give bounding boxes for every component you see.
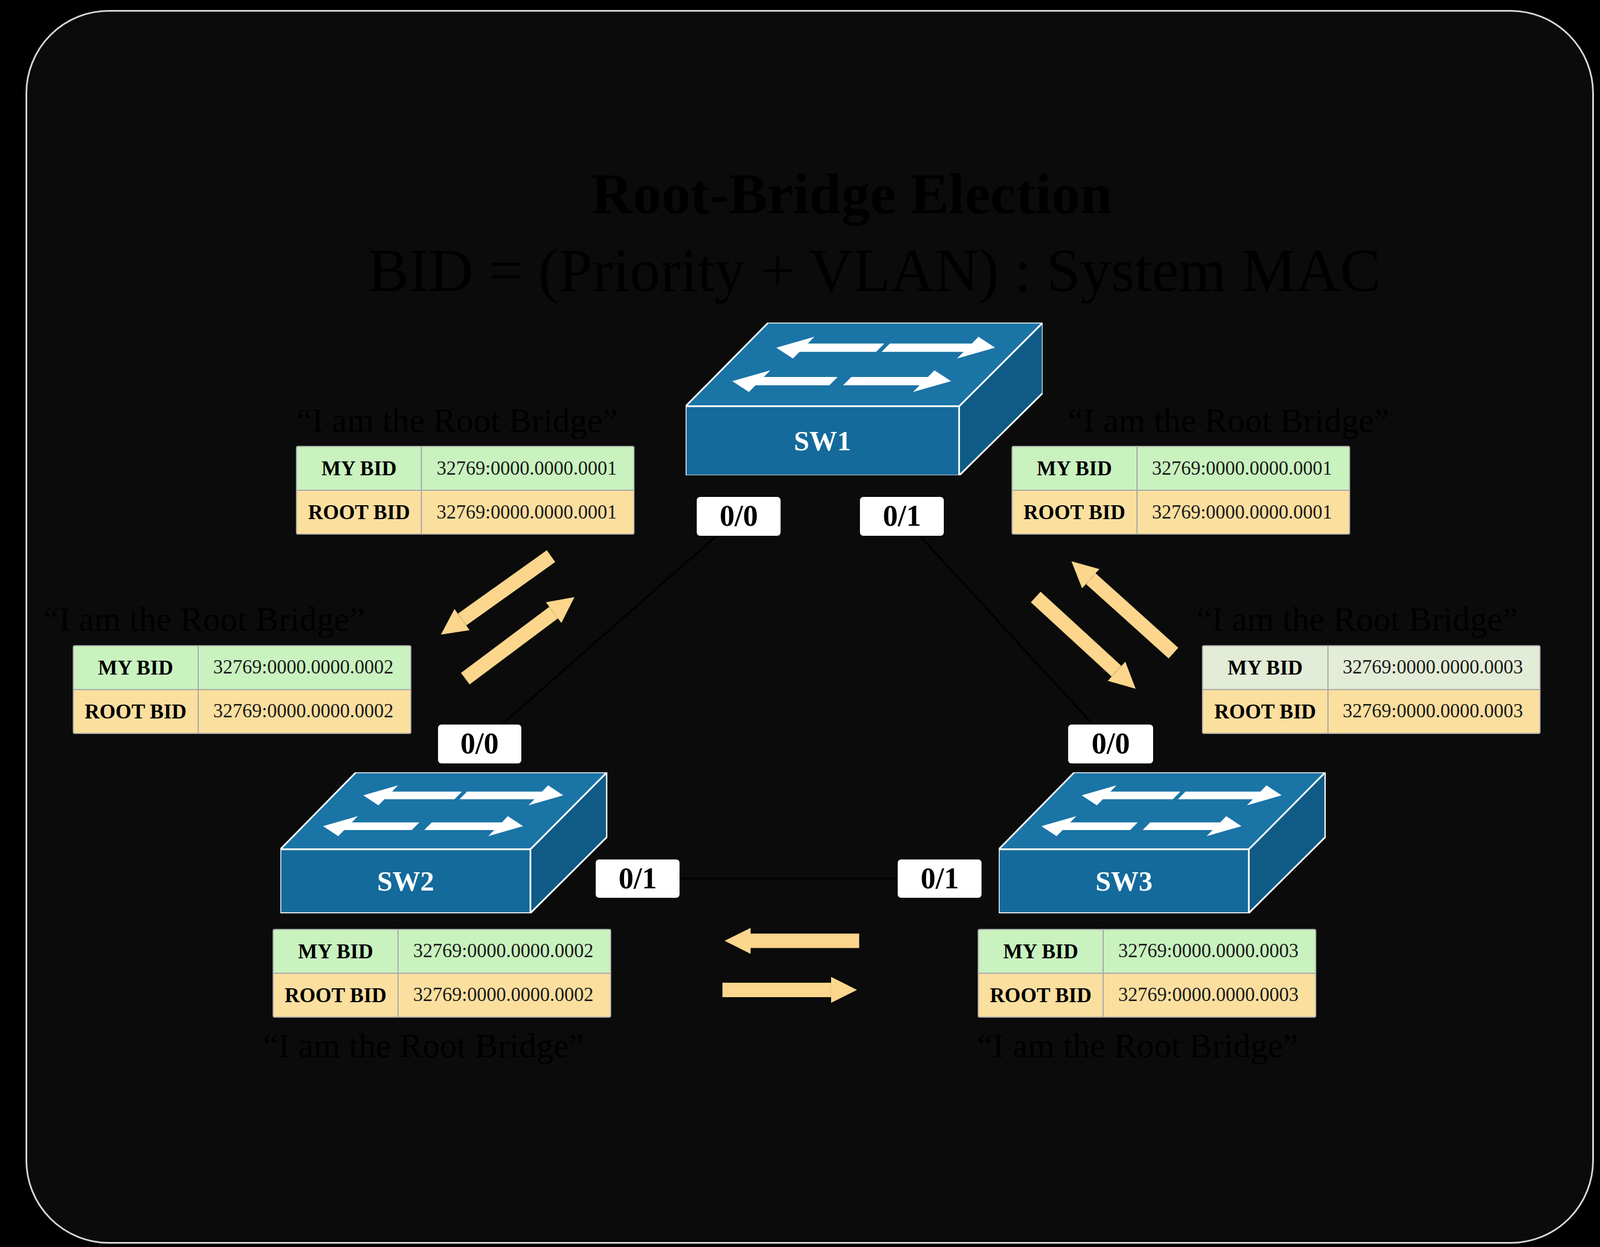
switch-name: SW2 <box>376 866 435 897</box>
formula-subtitle: BID = (Priority + VLAN) : System MAC <box>368 235 1381 306</box>
port-name: 0/1 <box>618 862 657 895</box>
bid-table: MY BID32769:0000.0000.0001ROOT BID32769:… <box>1011 445 1351 535</box>
field-label: ROOT BID <box>73 690 198 733</box>
switch-node: SW2 <box>280 772 607 914</box>
bid-value: 32769:0000.0000.0002 <box>198 646 411 689</box>
bid-grid: MY BID32769:0000.0000.0001ROOT BID32769:… <box>1011 445 1351 535</box>
field-label: MY BID <box>297 446 421 490</box>
field-label: ROOT BID <box>978 973 1103 1017</box>
switch-node: SW3 <box>998 772 1326 914</box>
root-claim-note: “I am the Root Bridge” <box>1068 401 1390 440</box>
bid-value: 32769:0000.0000.0002 <box>198 690 411 733</box>
bpdu-arrow <box>722 982 832 998</box>
bid-value: 32769:0000.0000.0003 <box>1328 690 1541 733</box>
bid-value: 32769:0000.0000.0003 <box>1328 646 1541 689</box>
bid-table: MY BID32769:0000.0000.0002ROOT BID32769:… <box>72 645 412 734</box>
switch-icon <box>280 772 607 914</box>
port-label: 0/0 <box>438 724 522 764</box>
root-claim-note: “I am the Root Bridge” <box>263 1026 585 1065</box>
field-label: ROOT BID <box>273 973 398 1017</box>
port-label: 0/0 <box>1068 724 1154 764</box>
port-label: 0/1 <box>595 859 680 899</box>
bid-grid: MY BID32769:0000.0000.0002ROOT BID32769:… <box>272 928 612 1018</box>
bpdu-arrow <box>750 933 860 949</box>
field-label: MY BID <box>978 929 1103 973</box>
bid-table: MY BID32769:0000.0000.0003ROOT BID32769:… <box>1201 645 1541 734</box>
bpdu-arrow <box>465 612 554 679</box>
switch-label-box: SW1 <box>685 406 960 476</box>
port-name: 0/0 <box>1091 727 1130 761</box>
root-claim-note: “I am the Root Bridge” <box>296 401 618 440</box>
switch-label-box: SW3 <box>998 849 1250 914</box>
bid-table: MY BID32769:0000.0000.0001ROOT BID32769:… <box>295 445 635 535</box>
port-name: 0/0 <box>719 499 758 533</box>
field-label: ROOT BID <box>1203 690 1327 733</box>
switch-name: SW3 <box>1095 866 1153 897</box>
bid-value: 32769:0000.0000.0002 <box>398 929 611 973</box>
port-name: 0/1 <box>920 862 959 895</box>
port-label: 0/1 <box>897 859 982 899</box>
link-line <box>919 535 1094 725</box>
bid-value: 32769:0000.0000.0003 <box>1103 929 1316 973</box>
bid-value: 32769:0000.0000.0002 <box>398 973 611 1017</box>
bid-value: 32769:0000.0000.0001 <box>1137 490 1350 534</box>
port-label: 0/1 <box>859 496 944 536</box>
switch-icon <box>998 772 1326 914</box>
switch-icon <box>685 322 1043 476</box>
bid-value: 32769:0000.0000.0001 <box>421 446 634 490</box>
bid-value: 32769:0000.0000.0001 <box>421 490 634 534</box>
port-name: 0/1 <box>882 499 922 533</box>
switch-name: SW1 <box>793 425 852 457</box>
link-line <box>679 877 898 880</box>
bpdu-arrow <box>1090 578 1174 653</box>
bid-grid: MY BID32769:0000.0000.0003ROOT BID32769:… <box>977 928 1317 1018</box>
field-label: MY BID <box>273 929 398 973</box>
field-label: MY BID <box>73 646 198 689</box>
diagram-title: Root-Bridge Election <box>591 160 1113 228</box>
bid-table: MY BID32769:0000.0000.0002ROOT BID32769:… <box>272 928 612 1018</box>
bid-grid: MY BID32769:0000.0000.0003ROOT BID32769:… <box>1201 645 1541 734</box>
bid-grid: MY BID32769:0000.0000.0001ROOT BID32769:… <box>295 445 635 535</box>
bid-grid: MY BID32769:0000.0000.0002ROOT BID32769:… <box>72 645 412 734</box>
link-line <box>501 535 717 725</box>
switch-label-box: SW2 <box>280 849 531 914</box>
field-label: ROOT BID <box>1012 490 1137 534</box>
bpdu-arrow <box>1035 596 1118 672</box>
root-claim-note: “I am the Root Bridge” <box>43 600 365 638</box>
switch-node: SW1 <box>685 322 1043 476</box>
bid-value: 32769:0000.0000.0001 <box>1137 446 1350 490</box>
root-claim-note: “I am the Root Bridge” <box>1196 600 1518 638</box>
field-label: MY BID <box>1012 446 1137 490</box>
bid-value: 32769:0000.0000.0003 <box>1103 973 1316 1017</box>
port-name: 0/0 <box>460 727 499 761</box>
bid-table: MY BID32769:0000.0000.0003ROOT BID32769:… <box>977 928 1317 1018</box>
field-label: MY BID <box>1203 646 1327 689</box>
bpdu-arrow <box>461 556 551 620</box>
port-label: 0/0 <box>696 496 781 536</box>
field-label: ROOT BID <box>297 490 421 534</box>
root-claim-note: “I am the Root Bridge” <box>977 1026 1299 1065</box>
